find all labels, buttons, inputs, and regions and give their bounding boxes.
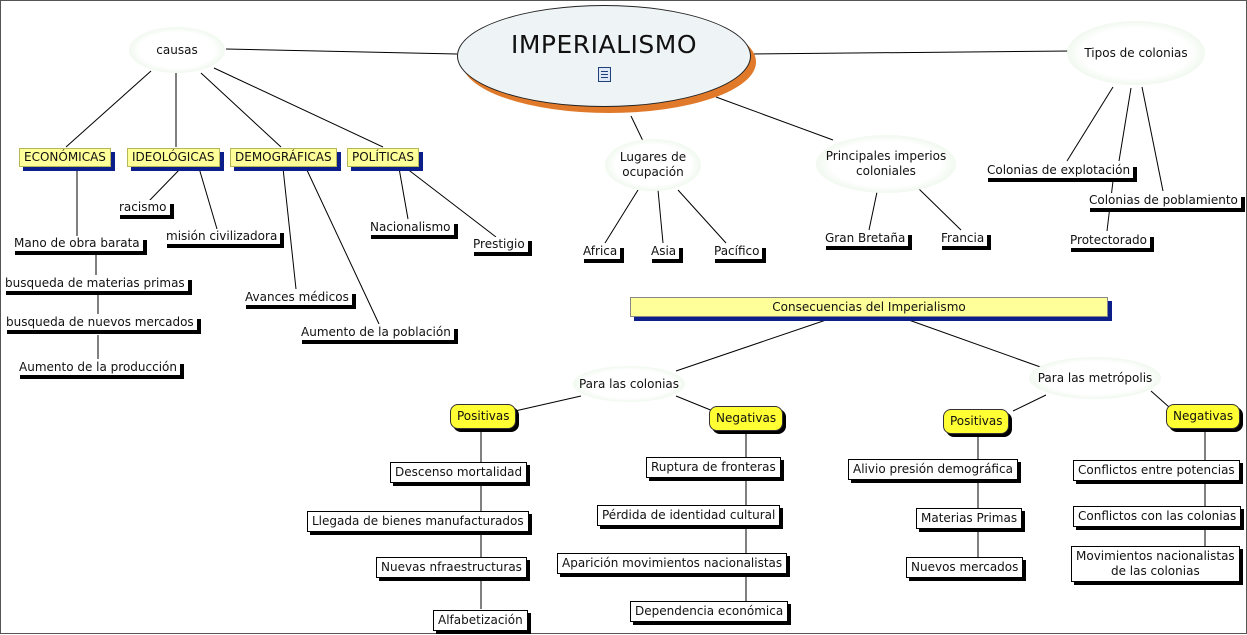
category-economicas: ECONÓMICAS xyxy=(19,148,111,167)
colonies-label: Para las colonias xyxy=(578,376,680,391)
metropolis-label: Para las metrópolis xyxy=(1037,370,1153,385)
colonies-positive-item: Nuevas nfraestructuras xyxy=(376,557,527,578)
colony-type-item: Colonias de explotación xyxy=(984,163,1134,178)
place-item: Asia xyxy=(648,244,680,259)
colonies-positive-pill: Positivas xyxy=(450,404,517,429)
colonies-negative-pill: Negativas xyxy=(709,406,784,431)
causes-label: causas xyxy=(156,42,198,57)
metropolis-negative-item: Movimientos nacionalistas de las colonia… xyxy=(1071,546,1240,582)
place-item: Pacífico xyxy=(711,244,763,259)
colony-types-label: Tipos de colonias xyxy=(1084,45,1188,60)
cause-item: Prestigio xyxy=(470,237,528,252)
cause-item: Avances médicos xyxy=(242,290,352,305)
cause-item: busqueda de materias primas xyxy=(2,276,188,291)
cause-item: Aumento de la población xyxy=(298,325,454,340)
cause-item: misión civilizadora xyxy=(163,229,281,244)
colonies-node: Para las colonias xyxy=(573,366,685,402)
causes-node: causas xyxy=(129,27,225,73)
empires-label: Principales imperios coloniales xyxy=(825,149,947,178)
metropolis-node: Para las metrópolis xyxy=(1029,357,1161,399)
category-demograficas: DEMOGRÁFICAS xyxy=(230,148,337,167)
metropolis-negative-item: Conflictos con las colonias xyxy=(1073,506,1242,527)
category-politicas: POLÍTICAS xyxy=(347,148,419,167)
colonies-negative-item: Ruptura de fronteras xyxy=(646,457,781,478)
metropolis-positive-item: Nuevos mercados xyxy=(906,557,1024,578)
empires-node: Principales imperios coloniales xyxy=(816,135,956,193)
cause-item: Mano de obra barata xyxy=(11,236,143,251)
colony-type-item: Colonias de poblamiento xyxy=(1086,193,1241,208)
places-node: Lugares de ocupación xyxy=(605,139,701,191)
main-title: IMPERIALISMO xyxy=(510,30,698,59)
metropolis-negative-item: Conflictos entre potencias xyxy=(1073,460,1240,481)
colonies-positive-item: Descenso mortalidad xyxy=(390,462,528,483)
cause-item: racismo xyxy=(116,200,170,215)
cause-item: Aumento de la producción xyxy=(16,360,180,375)
metropolis-positive-item: Materias Primas xyxy=(916,508,1023,529)
places-label: Lugares de ocupación xyxy=(619,150,687,179)
colonies-positive-item: Llegada de bienes manufacturados xyxy=(307,511,529,532)
metropolis-positive-pill: Positivas xyxy=(943,409,1010,434)
colonies-positive-item: Alfabetización xyxy=(433,610,528,631)
document-icon[interactable] xyxy=(597,67,611,82)
consequences-title: Consecuencias del Imperialismo xyxy=(630,297,1108,317)
main-topic-ellipse: IMPERIALISMO xyxy=(457,5,751,107)
metropolis-negative-pill: Negativas xyxy=(1166,404,1241,429)
cause-item: Nacionalismo xyxy=(367,220,454,235)
empire-item: Francia xyxy=(938,231,988,246)
category-ideologicas: IDEOLÓGICAS xyxy=(127,148,220,167)
colony-types-node: Tipos de colonias xyxy=(1067,21,1205,85)
colonies-negative-item: Aparición movimientos nacionalistas xyxy=(557,553,788,574)
colony-type-item: Protectorado xyxy=(1067,233,1151,248)
colonies-negative-item: Pérdida de identidad cultural xyxy=(597,505,781,526)
empire-item: Gran Bretaña xyxy=(822,231,909,246)
metropolis-positive-item: Alivio presión demográfica xyxy=(848,459,1018,480)
colonies-negative-item: Dependencia económica xyxy=(630,601,789,622)
place-item: Africa xyxy=(580,244,621,259)
cause-item: busqueda de nuevos mercados xyxy=(3,315,197,330)
